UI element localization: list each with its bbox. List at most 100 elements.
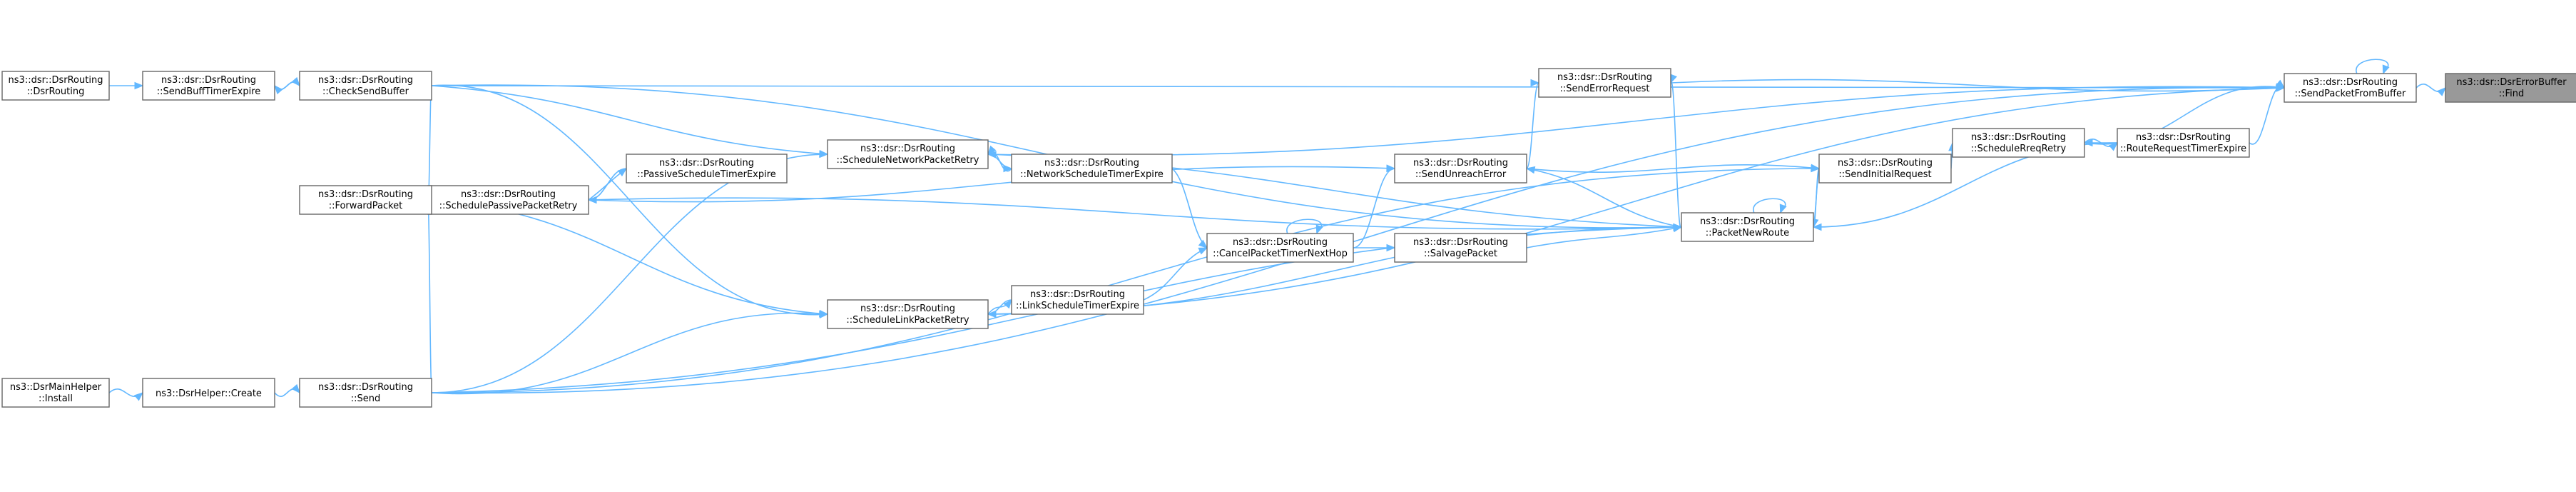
node-label: ::ScheduleRreqRetry [1971, 144, 2067, 154]
node-label: ::PacketNewRoute [1706, 228, 1789, 239]
node-label: ::RouteRequestTimerExpire [2120, 144, 2246, 154]
edge-nste-to-cptnh [1171, 168, 1208, 248]
node-label: ::NetworkScheduleTimerExpire [1020, 169, 1164, 180]
node-csb[interactable]: ns3::dsr::DsrRouting::CheckSendBuffer [299, 71, 432, 101]
node-box [1394, 233, 1527, 263]
node-box [2445, 73, 2576, 103]
node-label: ns3::dsr::DsrRouting [1233, 237, 1328, 248]
edge-fp-to-slpr [431, 199, 829, 318]
node-dhc[interactable]: ns3::DsrHelper::Create [142, 378, 275, 408]
node-box [1538, 68, 1671, 98]
node-label: ns3::dsr::DsrRouting [860, 144, 955, 154]
edge-csb-to-sbte [274, 81, 300, 95]
node-sp[interactable]: ns3::dsr::DsrRouting::SalvagePacket [1394, 233, 1527, 263]
graph-edges [108, 59, 2446, 401]
edge-spfb-to-slpr [987, 87, 2285, 318]
node-label: ns3::dsr::DsrRouting [2303, 77, 2398, 88]
node-label: ::ScheduleNetworkPacketRetry [837, 155, 979, 166]
node-box [1394, 154, 1527, 184]
node-pnr[interactable]: ns3::dsr::DsrRouting::PacketNewRoute [1681, 212, 1814, 242]
node-sbte[interactable]: ns3::dsr::DsrRouting::SendBuffTimerExpir… [142, 71, 275, 101]
node-label: ns3::dsr::DsrRouting [161, 75, 256, 86]
node-label: ::SendBuffTimerExpire [157, 86, 261, 97]
node-label: ::SalvagePacket [1424, 248, 1497, 259]
node-lste[interactable]: ns3::dsr::DsrRouting::LinkScheduleTimerE… [1011, 285, 1144, 315]
node-box [142, 71, 275, 101]
node-snpr[interactable]: ns3::dsr::DsrRouting::ScheduleNetworkPac… [827, 139, 989, 169]
node-label: ::SendErrorRequest [1560, 84, 1650, 94]
node-box [299, 378, 432, 408]
node-find[interactable]: ns3::dsr::DsrErrorBuffer::Find [2445, 73, 2576, 103]
node-box [142, 378, 275, 408]
node-sppr[interactable]: ns3::dsr::DsrRouting::SchedulePassivePac… [427, 185, 589, 215]
node-label: ::SendInitialRequest [1838, 169, 1931, 180]
node-rrte[interactable]: ns3::dsr::DsrRouting::RouteRequestTimerE… [2117, 128, 2250, 158]
node-dmhi[interactable]: ns3::DsrMainHelper::Install [1, 378, 110, 408]
node-label: ::CheckSendBuffer [322, 86, 409, 97]
node-pste[interactable]: ns3::dsr::DsrRouting::PassiveScheduleTim… [626, 154, 788, 184]
edge-pnr-to-sue [1525, 166, 1682, 228]
edge-sppr-to-sue [588, 164, 1396, 203]
node-box [427, 185, 589, 215]
node-label: ns3::dsr::DsrRouting [318, 75, 413, 86]
node-fp[interactable]: ns3::dsr::DsrRouting::ForwardPacket [299, 185, 432, 215]
edge-dsrr-to-sbte [109, 81, 144, 90]
node-sue[interactable]: ns3::dsr::DsrRouting::SendUnreachError [1394, 154, 1527, 184]
node-label: ns3::dsr::DsrRouting [659, 158, 754, 169]
edge-cptnh-to-cptnh [1286, 219, 1323, 235]
edge-dmhi-to-dhc [108, 388, 144, 401]
node-box [827, 139, 989, 169]
node-slpr[interactable]: ns3::dsr::DsrRouting::ScheduleLinkPacket… [827, 299, 989, 329]
node-ser[interactable]: ns3::dsr::DsrRouting::SendErrorRequest [1538, 68, 1671, 98]
node-label: ns3::dsr::DsrRouting [2136, 132, 2231, 143]
node-sir[interactable]: ns3::dsr::DsrRouting::SendInitialRequest [1818, 154, 1952, 184]
node-label: ns3::dsr::DsrRouting [1413, 158, 1508, 169]
node-box [1, 378, 110, 408]
node-box [1, 71, 110, 101]
node-label: ::DsrRouting [27, 86, 85, 97]
node-spfb[interactable]: ns3::dsr::DsrRouting::SendPacketFromBuff… [2284, 73, 2417, 103]
node-cptnh[interactable]: ns3::dsr::DsrRouting::CancelPacketTimerN… [1206, 233, 1354, 263]
node-box [1681, 212, 1814, 242]
edge-spfb-to-find [2415, 84, 2446, 96]
graph-nodes: ns3::dsr::DsrErrorBuffer::Findns3::dsr::… [1, 68, 2576, 408]
node-label: ns3::dsr::DsrRouting [860, 303, 955, 314]
node-label: ns3::dsr::DsrRouting [1030, 289, 1125, 300]
edge-ser-to-spfb [1670, 79, 2286, 92]
node-box [1011, 154, 1173, 184]
node-box [1818, 154, 1952, 184]
edge-sue-to-ser [1526, 79, 1540, 169]
node-label: ::SchedulePassivePacketRetry [439, 201, 578, 211]
node-label: ::Send [351, 393, 381, 404]
node-label: ::SendPacketFromBuffer [2295, 89, 2406, 99]
node-box [299, 185, 432, 215]
node-box [1206, 233, 1354, 263]
node-box [1952, 128, 2085, 158]
edge-lste-to-cptnh [1143, 247, 1208, 301]
edge-pnr-to-pnr [1753, 198, 1787, 214]
node-label: ns3::dsr::DsrRouting [1413, 237, 1508, 248]
node-label: ns3::dsr::DsrRouting [318, 382, 413, 393]
node-box [1011, 285, 1144, 315]
node-nste[interactable]: ns3::dsr::DsrRouting::NetworkScheduleTim… [1011, 154, 1173, 184]
node-send[interactable]: ns3::dsr::DsrRouting::Send [299, 378, 432, 408]
node-label: ns3::dsr::DsrRouting [1838, 158, 1933, 169]
node-label: ns3::dsr::DsrErrorBuffer [2456, 77, 2567, 88]
node-label: ::Install [39, 393, 73, 404]
node-label: ::SendUnreachError [1415, 169, 1507, 180]
node-label: ns3::DsrHelper::Create [156, 388, 262, 399]
node-label: ns3::dsr::DsrRouting [318, 189, 413, 200]
node-label: ::ForwardPacket [329, 201, 403, 211]
edge-csb-to-snpr [431, 85, 829, 158]
node-label: ::PassiveScheduleTimerExpire [637, 169, 776, 180]
node-label: ns3::dsr::DsrRouting [1044, 158, 1139, 169]
node-label: ::ScheduleLinkPacketRetry [846, 315, 969, 326]
node-dsrr[interactable]: ns3::dsr::DsrRouting::DsrRouting [1, 71, 110, 101]
node-box [2284, 73, 2417, 103]
edge-csb-to-spfb [431, 84, 2286, 92]
node-srr[interactable]: ns3::dsr::DsrRouting::ScheduleRreqRetry [1952, 128, 2085, 158]
node-box [827, 299, 989, 329]
node-label: ::Find [2499, 89, 2524, 99]
node-label: ns3::dsr::DsrRouting [1700, 216, 1795, 227]
